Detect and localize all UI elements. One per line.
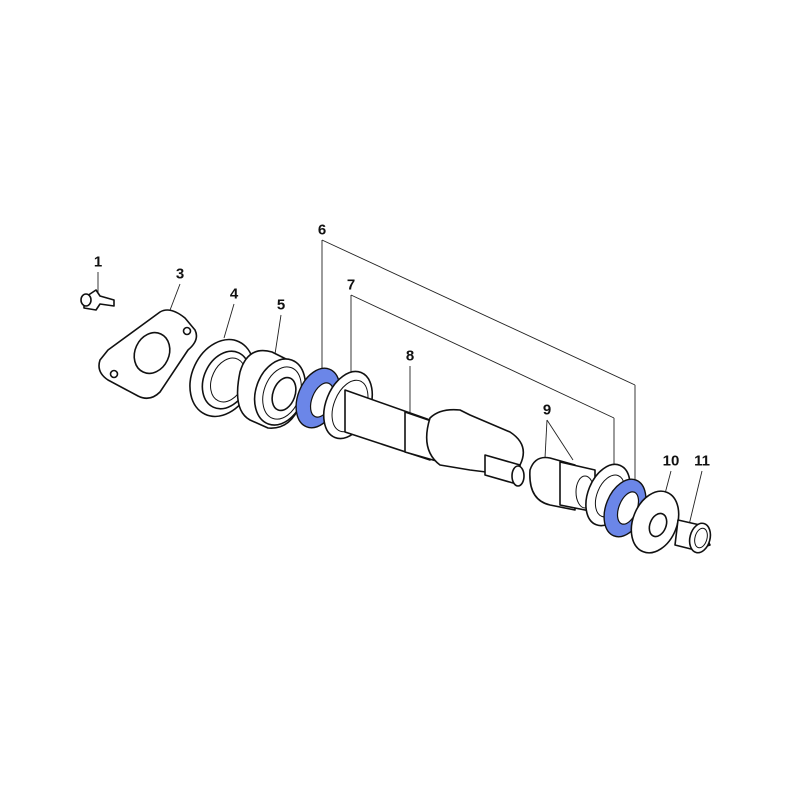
part-splined-shaft [344,389,525,487]
callout-11: 11 [694,452,710,470]
callout-7: 7 [346,276,356,294]
callout-5: 5 [276,296,286,314]
part-flange-plate [98,309,198,400]
callout-1: 1 [93,253,103,271]
part-spacer-washer [630,490,680,554]
callout-3: 3 [175,265,185,283]
part-needle-bushing [674,519,712,554]
callout-8: 8 [405,347,415,365]
part-ball-bearing [236,349,307,429]
callout-4: 4 [229,285,239,303]
callout-6: 6 [317,221,327,239]
callout-9: 9 [542,401,552,419]
part-screw [80,289,115,311]
callout-10: 10 [662,452,680,470]
